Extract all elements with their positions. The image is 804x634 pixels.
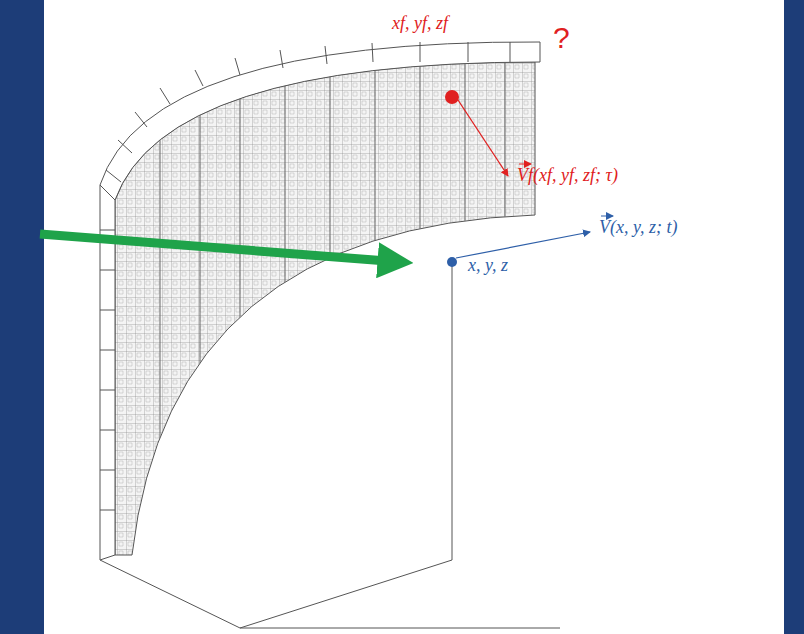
question-mark: ? xyxy=(553,20,570,56)
point-velocity: V(x, y, z; t) xyxy=(599,216,677,238)
focus-velocity: Vf(xf, yf, zf; τ) xyxy=(517,164,618,186)
point-coordinates: x, y, z xyxy=(468,254,508,276)
focus-coordinates: xf, yf, zf xyxy=(392,12,448,34)
